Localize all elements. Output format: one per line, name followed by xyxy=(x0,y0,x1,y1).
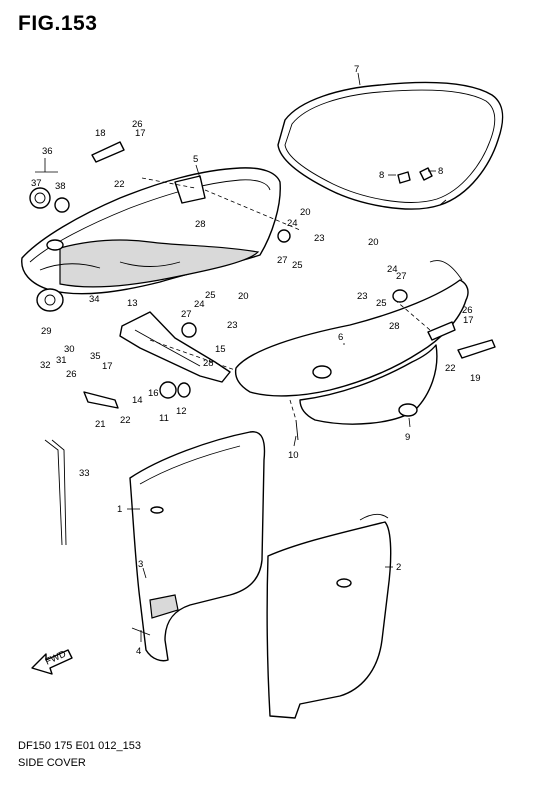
bracket-part-13 xyxy=(119,311,231,383)
callout-25b: 25 xyxy=(376,298,387,309)
leader-lines xyxy=(35,72,436,642)
callout-10: 10 xyxy=(288,450,299,461)
callout-8a: 8 xyxy=(379,170,384,181)
callout-32: 32 xyxy=(40,360,51,371)
callout-23a: 23 xyxy=(314,233,325,244)
callout-11: 11 xyxy=(159,413,169,424)
callout-28a: 28 xyxy=(195,219,206,230)
callout-27a: 27 xyxy=(277,255,288,266)
callout-24a: 24 xyxy=(287,218,298,229)
callout-20b: 20 xyxy=(368,237,379,248)
callout-15: 15 xyxy=(215,344,226,355)
small-parts xyxy=(29,141,496,636)
seal-part-7 xyxy=(277,81,504,210)
callout-36: 36 xyxy=(42,146,53,157)
callout-21: 21 xyxy=(95,419,106,430)
callout-5: 5 xyxy=(193,154,198,165)
callout-6: 6 xyxy=(338,332,343,343)
callout-numbers: 1 2 3 4 5 6 7 8 8 9 10 11 12 13 14 15 16… xyxy=(31,64,481,657)
callout-17b: 17 xyxy=(102,361,113,372)
callout-22c: 22 xyxy=(445,363,456,374)
callout-27c: 27 xyxy=(181,309,192,320)
callout-27b: 27 xyxy=(396,271,407,282)
callout-22a: 22 xyxy=(114,179,125,190)
callout-17a: 17 xyxy=(135,128,146,139)
callout-1: 1 xyxy=(117,504,122,515)
alignment-lines xyxy=(141,177,431,421)
callout-34: 34 xyxy=(89,294,100,305)
callout-13: 13 xyxy=(127,298,138,309)
callout-33: 33 xyxy=(79,468,90,479)
callout-2: 2 xyxy=(396,562,401,573)
figure-code: DF150 175 E01 012_153 xyxy=(18,740,141,752)
callout-28b: 28 xyxy=(389,321,400,332)
callout-14: 14 xyxy=(132,395,143,406)
callout-35: 35 xyxy=(90,351,101,362)
callout-26c: 26 xyxy=(462,305,473,316)
callout-17c: 17 xyxy=(463,315,474,326)
side-cover-upper-part-6 xyxy=(234,260,469,425)
callout-38: 38 xyxy=(55,181,66,192)
figure-title: FIG.153 xyxy=(18,12,98,35)
callout-4: 4 xyxy=(136,646,141,657)
callout-24b: 24 xyxy=(387,264,398,275)
fwd-arrow: FWD xyxy=(31,649,73,675)
figure-name: SIDE COVER xyxy=(18,757,86,769)
callout-26a: 26 xyxy=(132,119,143,130)
callout-30: 30 xyxy=(64,344,75,355)
callout-19: 19 xyxy=(470,373,481,384)
callout-20a: 20 xyxy=(300,207,311,218)
callout-29: 29 xyxy=(41,326,52,337)
callout-23b: 23 xyxy=(357,291,368,302)
callout-3: 3 xyxy=(138,559,143,570)
callout-37: 37 xyxy=(31,178,42,189)
side-cover-lower-part-1 xyxy=(129,431,266,662)
callout-9: 9 xyxy=(405,432,410,443)
callout-20c: 20 xyxy=(238,291,249,302)
side-cover-lower-part-2 xyxy=(266,513,392,719)
callout-16: 16 xyxy=(148,388,159,399)
callout-28c: 28 xyxy=(203,358,214,369)
side-cover-upper-part-5 xyxy=(21,167,281,295)
callout-24c: 24 xyxy=(194,299,205,310)
callout-12: 12 xyxy=(176,406,187,417)
callout-8b: 8 xyxy=(438,166,443,177)
callout-26b: 26 xyxy=(66,369,77,380)
callout-25a: 25 xyxy=(292,260,303,271)
callout-22b: 22 xyxy=(120,415,131,426)
callout-23c: 23 xyxy=(227,320,238,331)
callout-7: 7 xyxy=(354,64,359,75)
callout-25c: 25 xyxy=(205,290,216,301)
callout-31: 31 xyxy=(56,355,67,366)
callout-18: 18 xyxy=(95,128,106,139)
band-part-33 xyxy=(44,439,67,546)
